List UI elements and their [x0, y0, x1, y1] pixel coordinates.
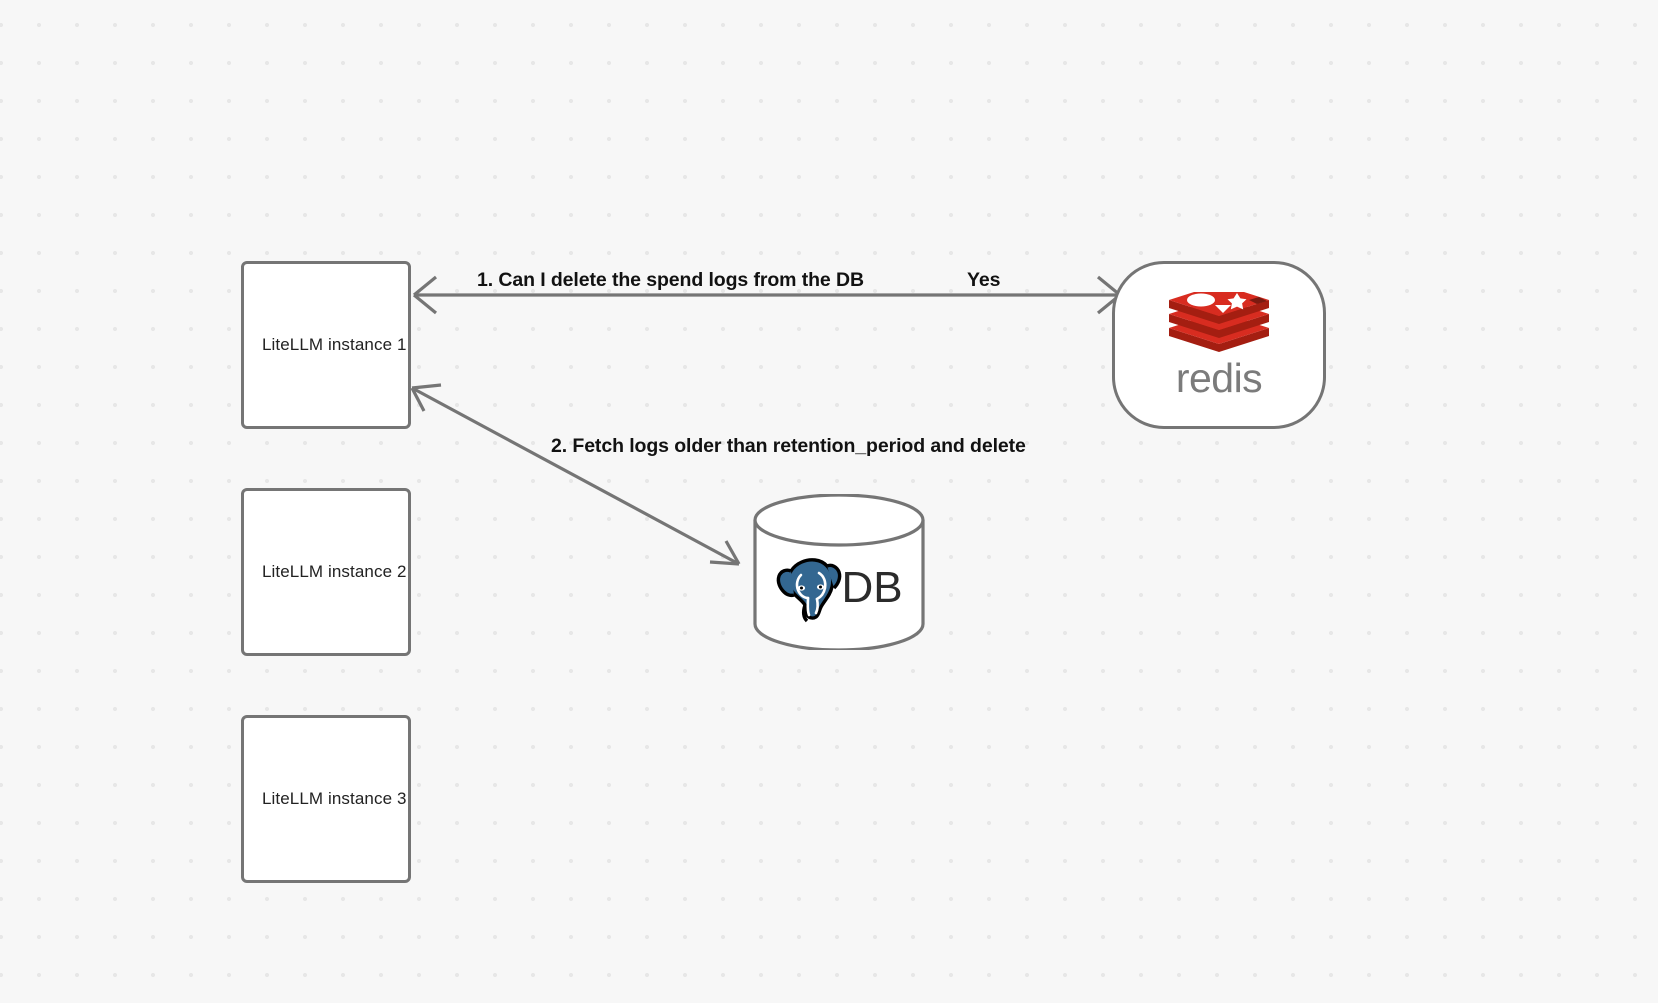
- node-litellm-instance-1-label: LiteLLM instance 1: [262, 335, 407, 354]
- node-litellm-instance-2[interactable]: LiteLLM instance 2: [241, 488, 411, 656]
- postgresql-elephant-icon: [777, 558, 842, 623]
- node-litellm-instance-1[interactable]: LiteLLM instance 1: [241, 261, 411, 429]
- database-label: DB: [841, 563, 903, 612]
- redis-logo: redis: [1165, 291, 1273, 401]
- node-litellm-instance-2-label: LiteLLM instance 2: [262, 562, 407, 581]
- edge-label-yes: Yes: [967, 269, 1001, 291]
- database-logo-row: DB: [753, 550, 925, 626]
- node-database[interactable]: DB: [753, 494, 925, 650]
- edge-label-can-i-delete: 1. Can I delete the spend logs from the …: [477, 269, 864, 291]
- edge-litellm1-database: [410, 383, 741, 566]
- edge-label-fetch-logs: 2. Fetch logs older than retention_perio…: [551, 435, 1026, 457]
- node-litellm-instance-3[interactable]: LiteLLM instance 3: [241, 715, 411, 883]
- node-litellm-instance-3-label: LiteLLM instance 3: [262, 789, 407, 808]
- redis-cube-icon: [1169, 291, 1269, 352]
- redis-wordmark: redis: [1175, 354, 1263, 401]
- node-redis[interactable]: redis: [1112, 261, 1326, 429]
